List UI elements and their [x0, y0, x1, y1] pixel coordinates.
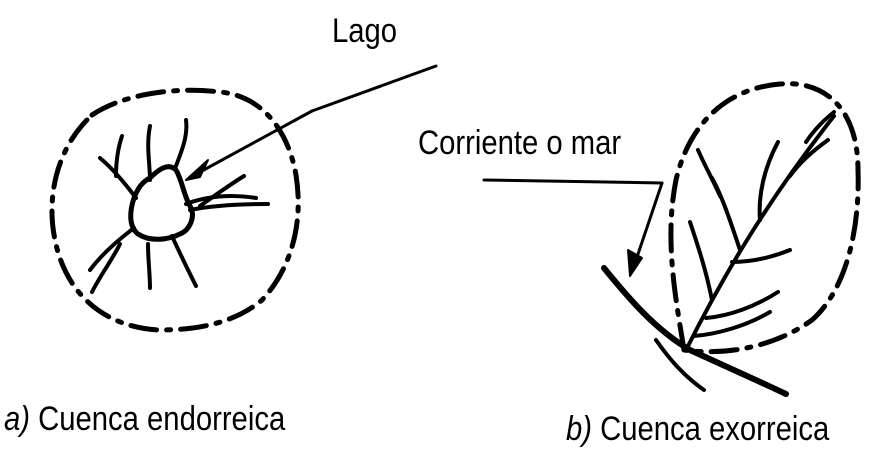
caption-b-text: Cuenca exorreica — [600, 410, 830, 448]
stream-leader — [482, 178, 664, 277]
main-stream — [601, 265, 789, 397]
lake — [128, 164, 195, 242]
caption-a-letter: a) — [4, 400, 31, 438]
exorheic-basin-boundary — [668, 81, 861, 355]
caption-a-text: Cuenca endorreica — [38, 400, 286, 438]
endorheic-streams — [88, 118, 270, 294]
caption-b: b) Cuenca exorreica — [566, 412, 829, 446]
endorheic-basin-boundary — [49, 87, 301, 333]
lake-leader — [185, 64, 438, 181]
exorheic-streams — [684, 110, 836, 352]
lake-label: Lago — [332, 12, 398, 50]
stream-label: Corriente o mar — [418, 124, 622, 162]
caption-a: a) Cuenca endorreica — [4, 402, 285, 436]
caption-b-letter: b) — [566, 410, 593, 448]
